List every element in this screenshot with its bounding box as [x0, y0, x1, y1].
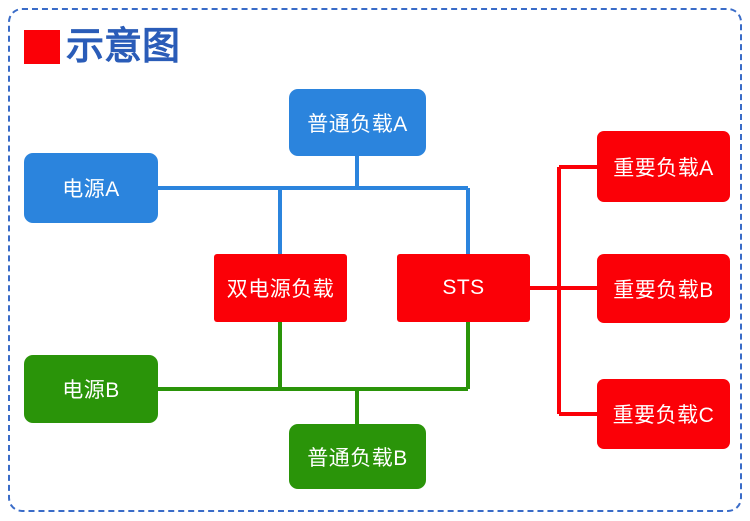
node-important-load-a-label: 重要负载A: [613, 156, 714, 180]
node-important-load-b-label: 重要负载B: [613, 278, 714, 302]
node-normal-load-a[interactable]: 普通负载A: [289, 89, 426, 156]
node-power-source-a-label: 电源A: [62, 178, 120, 201]
node-important-load-a[interactable]: 重要负载A: [597, 131, 730, 202]
node-dual-source-load[interactable]: 双电源负载: [214, 254, 347, 322]
node-important-load-c[interactable]: 重要负载C: [597, 379, 730, 449]
node-sts-label: STS: [442, 276, 485, 299]
node-power-source-b[interactable]: 电源B: [24, 355, 158, 423]
node-sts[interactable]: STS: [397, 254, 530, 322]
node-important-load-c-label: 重要负载C: [612, 404, 715, 427]
node-normal-load-a-label: 普通负载A: [307, 112, 408, 136]
node-power-source-a[interactable]: 电源A: [24, 153, 158, 223]
red-square-icon: [24, 30, 60, 64]
node-power-source-b-label: 电源B: [62, 379, 120, 402]
node-normal-load-b[interactable]: 普通负载B: [289, 424, 426, 489]
node-important-load-b[interactable]: 重要负载B: [597, 254, 730, 323]
diagram-title: 示意图: [24, 28, 180, 66]
node-normal-load-b-label: 普通负载B: [307, 446, 408, 470]
diagram-title-text: 示意图: [66, 26, 181, 68]
node-dual-source-load-label: 双电源负载: [226, 278, 335, 301]
